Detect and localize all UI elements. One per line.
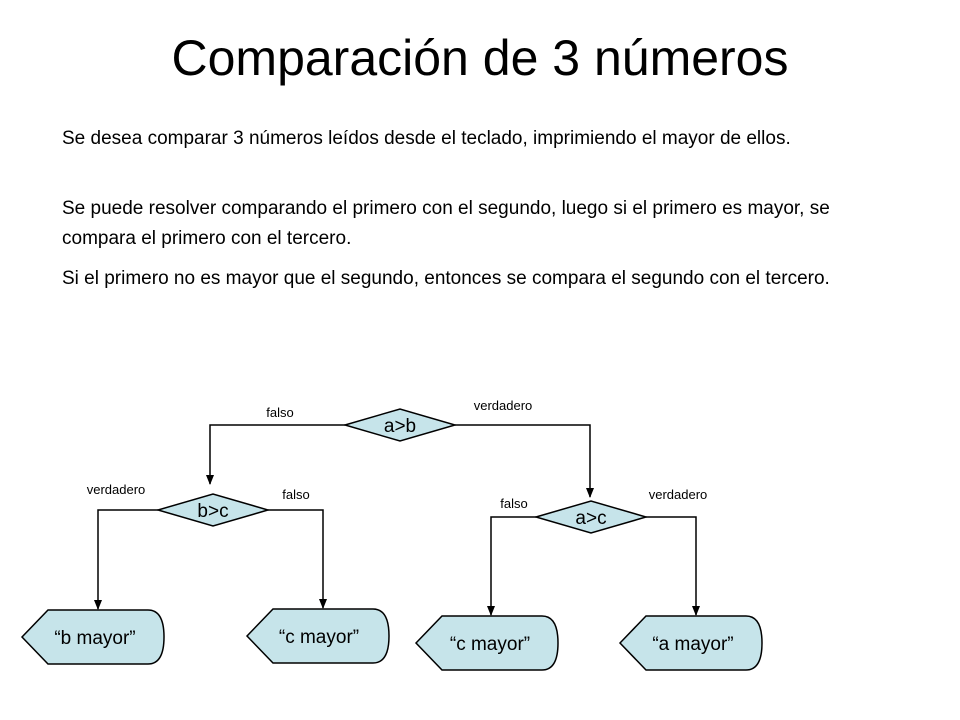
branch-label-a-gt-c-true: verdadero [649, 487, 708, 502]
output-c-mayor-left [245, 608, 390, 664]
paragraph-approach: Se puede resolver comparando el primero … [62, 198, 830, 249]
branch-label-a-gt-b-false: falso [266, 405, 293, 420]
output-a-mayor-label: “a mayor” [652, 634, 733, 655]
connector-b-gt-c-true [94, 509, 158, 610]
branch-label-b-gt-c-false: falso [282, 487, 309, 502]
decision-a-gt-b [342, 408, 458, 442]
connector-a-gt-c-false [487, 516, 536, 616]
output-c-mayor-left-label: “c mayor” [279, 627, 359, 648]
slide-title: Comparación de 3 números [171, 30, 789, 86]
decision-a-gt-c [533, 500, 649, 534]
output-c-mayor-right-label: “c mayor” [450, 634, 530, 655]
decision-a-gt-c-label: a>c [575, 508, 606, 529]
output-c-mayor-right [414, 615, 559, 671]
connector-b-gt-c-false [268, 509, 327, 609]
decision-b-gt-c [155, 493, 271, 527]
paragraph-alternative: Si el primero no es mayor que el segundo… [62, 268, 830, 289]
connector-a-gt-b-false [206, 424, 345, 485]
output-b-mayor [20, 609, 165, 665]
branch-label-a-gt-b-true: verdadero [474, 398, 533, 413]
branch-label-a-gt-c-false: falso [500, 496, 527, 511]
output-a-mayor [618, 615, 763, 671]
connector-a-gt-c-true [646, 516, 700, 616]
branch-label-b-gt-c-true: verdadero [87, 482, 146, 497]
connector-a-gt-b-true [455, 424, 594, 498]
decision-a-gt-b-label: a>b [384, 416, 416, 437]
decision-b-gt-c-label: b>c [197, 501, 228, 522]
paragraph-problem: Se desea comparar 3 números leídos desde… [62, 128, 791, 149]
output-b-mayor-label: “b mayor” [54, 628, 135, 649]
